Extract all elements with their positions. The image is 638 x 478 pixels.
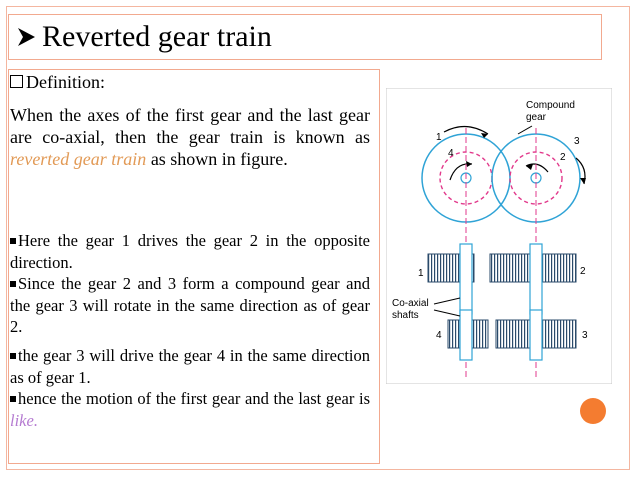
reverted-gear-train-figure: Compound gear 1 4 3 2 1 2 Co-axial shaft…	[386, 88, 612, 384]
square-bullet-icon	[10, 396, 16, 402]
slide-title: Reverted gear train	[16, 14, 272, 60]
slide-frame	[6, 6, 630, 470]
arrowhead-icon	[580, 178, 586, 184]
shaft-1-side	[459, 243, 473, 315]
gear-label-2: 2	[560, 152, 566, 163]
arrowhead-icon	[526, 164, 533, 170]
gear-label-1: 1	[436, 132, 442, 143]
gear-label-4: 4	[448, 148, 454, 159]
compound-gear-label-2: gear	[526, 112, 547, 123]
square-bullet-icon	[10, 281, 16, 287]
shaft-2-lower	[529, 309, 543, 361]
square-bullet-icon	[10, 238, 16, 244]
gear-label-3-side: 3	[582, 330, 588, 341]
title-text: Reverted gear train	[42, 20, 272, 53]
bullet-item: Since the gear 2 and 3 form a compound g…	[10, 274, 370, 336]
bullet-item: the gear 3 will drive the gear 4 in the …	[10, 346, 370, 387]
rotation-arrow-icon	[525, 163, 549, 173]
title-box	[8, 14, 602, 60]
coaxial-label-2: shafts	[392, 310, 419, 321]
definition-paragraph: When the axes of the first gear and the …	[10, 105, 370, 169]
coaxial-label: Co-axial	[392, 298, 429, 309]
gear-label-1-side: 1	[418, 268, 424, 279]
arrowhead-icon	[466, 161, 472, 167]
coaxial-pointer	[433, 297, 461, 305]
definition-label: Definition:	[10, 72, 105, 92]
compound-gear-label: Compound	[526, 100, 575, 111]
compound-gear-pointer	[517, 125, 533, 135]
bullet-item: hence the motion of the first gear and t…	[10, 389, 370, 430]
arrowhead-icon	[481, 133, 488, 138]
shaft-1-lower	[459, 309, 473, 361]
definition-highlight: reverted gear train	[10, 149, 147, 169]
gear-label-3: 3	[574, 136, 580, 147]
orange-dot-decoration	[580, 398, 606, 424]
square-bullet-icon	[10, 353, 16, 359]
content-box	[8, 69, 380, 464]
checkbox-bullet-icon	[10, 75, 23, 88]
gear-label-4-side: 4	[436, 330, 442, 341]
bullet-highlight: like.	[10, 410, 38, 430]
shaft-2-side	[529, 243, 543, 315]
arrow-bullet-icon	[16, 14, 42, 60]
bullet-item: Here the gear 1 drives the gear 2 in the…	[10, 231, 370, 272]
coaxial-pointer-2	[433, 309, 461, 317]
rotation-arrow-icon	[443, 125, 489, 135]
gear-label-2-side: 2	[580, 266, 586, 277]
